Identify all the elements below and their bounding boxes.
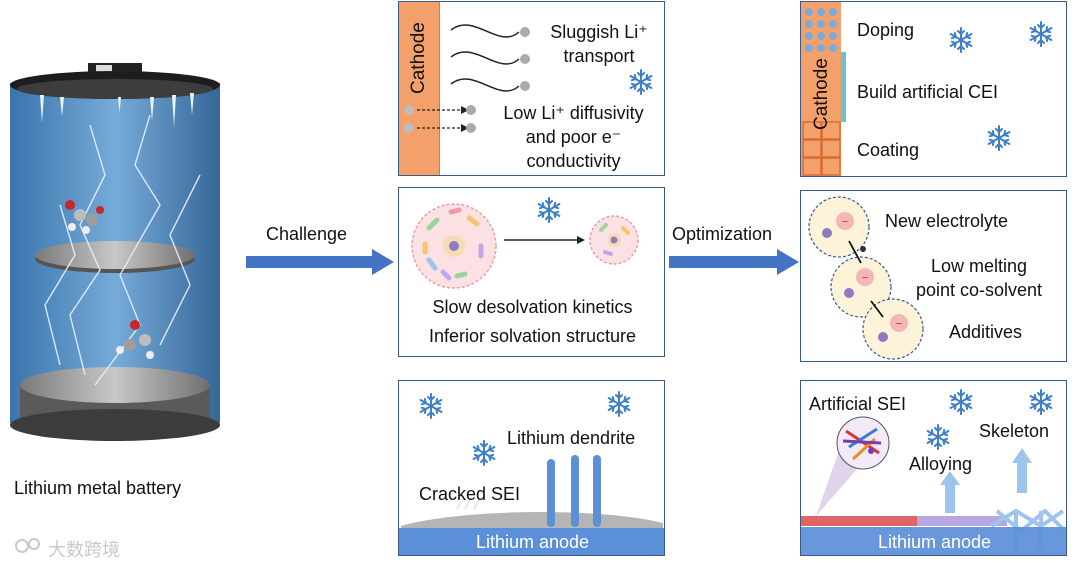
challenge-arrow-body — [246, 256, 372, 268]
coating-text: Coating — [857, 140, 920, 160]
cathode-mod-graphic — [801, 2, 1053, 176]
svg-text:−: − — [862, 272, 868, 284]
ion-transport-graphic — [404, 24, 653, 133]
challenge-cathode-panel: Cathode Sluggish Li⁺ transport Low Li⁺ d… — [398, 1, 665, 176]
diffusivity-text-1: Low Li⁺ diffusivity — [503, 103, 644, 123]
watermark-logo-icon — [14, 536, 42, 556]
desolvation-text-2: Inferior solvation structure — [428, 326, 637, 346]
opt-electrolyte-panel: − − − New electrolyte Low melting point … — [800, 190, 1067, 362]
opt-cathode-panel: Cathode Doping Build artificial CEI Coat… — [800, 1, 1067, 177]
cei-text: Build artificial CEI — [857, 82, 999, 102]
cosolvent-text-2: point co-solvent — [915, 280, 1043, 300]
desolvation-graphic — [411, 197, 639, 289]
skeleton-text: Skeleton — [979, 421, 1050, 441]
battery-illustration — [0, 55, 230, 465]
doping-text: Doping — [857, 20, 915, 40]
snowflake-icon — [949, 389, 973, 415]
cracked-sei-text: Cracked SEI — [419, 484, 521, 504]
snowflake-icon — [607, 391, 631, 417]
opt-anode-panel: Artificial SEI Alloying Skeleton Lithium… — [800, 380, 1067, 556]
additives-text: Additives — [949, 322, 1023, 342]
snowflake-icon — [419, 393, 443, 419]
watermark: 大数跨境 — [48, 540, 120, 560]
snowflake-icon — [472, 440, 496, 466]
cosolvent-text-1: Low melting — [930, 256, 1028, 276]
snowflake-icon — [629, 69, 653, 95]
alloying-text: Alloying — [909, 454, 973, 474]
optimization-arrow-head — [777, 249, 799, 275]
snowflake-icon — [926, 424, 950, 450]
new-electrolyte-text: New electrolyte — [885, 211, 1009, 231]
challenge-label: Challenge — [266, 224, 348, 244]
anode-protection-graphic — [801, 389, 1065, 551]
battery-graphic — [10, 63, 220, 441]
solvation-graphic: − − − — [808, 196, 924, 360]
optimization-arrow-body — [669, 256, 777, 268]
sluggish-text-2: transport — [563, 46, 635, 66]
diffusivity-text-3: conductivity — [526, 151, 621, 171]
cathode-label: Cathode — [811, 58, 832, 130]
svg-text:−: − — [896, 318, 902, 330]
snowflake-icon — [1029, 21, 1053, 47]
artificial-sei-text: Artificial SEI — [809, 394, 907, 414]
desolvation-text-1: Slow desolvation kinetics — [432, 297, 633, 317]
dendrite-text: Lithium dendrite — [507, 428, 636, 448]
lithium-anode-bar: Lithium anode — [399, 528, 664, 555]
challenge-electrolyte-panel: Slow desolvation kinetics Inferior solva… — [398, 187, 665, 357]
cathode-bar — [399, 2, 440, 175]
snowflake-icon — [537, 197, 561, 223]
optimization-label: Optimization — [672, 224, 773, 244]
svg-text:−: − — [842, 216, 848, 228]
challenge-arrow-head — [372, 249, 394, 275]
lithium-anode-bar: Lithium anode — [801, 527, 1066, 555]
challenge-anode-panel: Lithium dendrite Cracked SEI Lithium ano… — [398, 380, 665, 556]
snowflake-icon — [1029, 389, 1053, 415]
battery-label: Lithium metal battery — [14, 478, 182, 498]
sluggish-text-1: Sluggish Li⁺ — [550, 22, 648, 42]
snowflake-icon — [949, 27, 973, 53]
diffusivity-text-2: and poor e⁻ — [525, 127, 622, 147]
dendrite-graphic — [401, 391, 663, 529]
snowflake-icon — [987, 125, 1011, 151]
